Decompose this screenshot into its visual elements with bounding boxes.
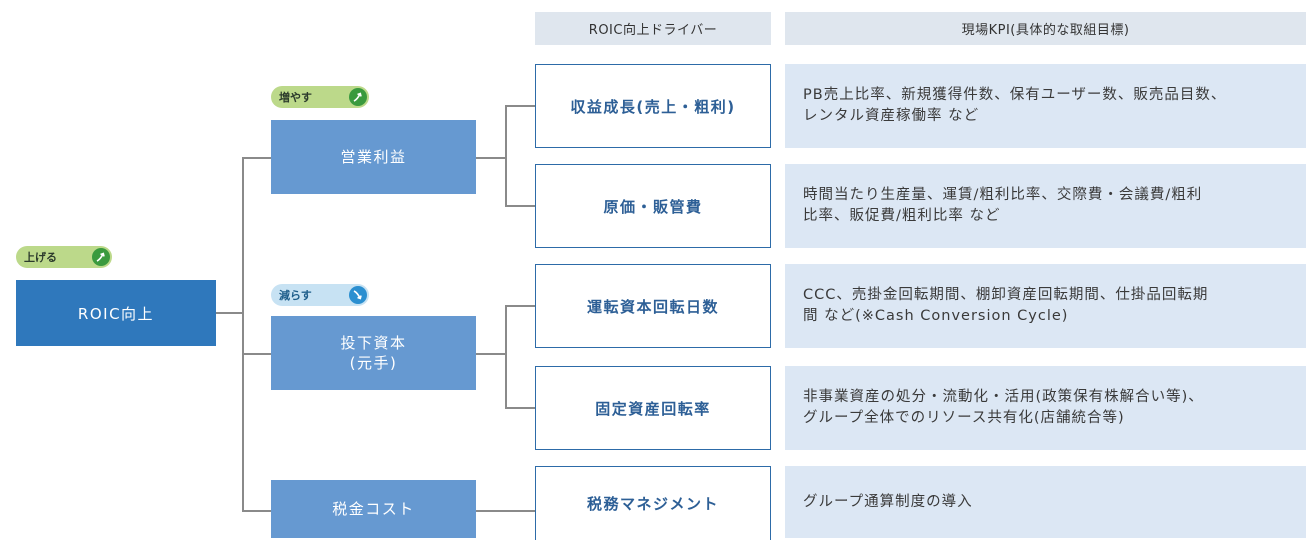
operating-profit-label: 営業利益: [340, 148, 407, 166]
connector-to-operating-profit: [242, 157, 271, 159]
badge-increase: 増やす: [271, 86, 369, 108]
kpi-4-line-2: グループ全体でのリソース共有化(店舗統合等): [803, 410, 1125, 426]
connector-to-driver-3: [505, 305, 535, 307]
driver-revenue-growth: 収益成長(売上・粗利): [535, 64, 771, 148]
driver-column-header: ROIC向上ドライバー: [535, 12, 771, 45]
kpi-box-1: PB売上比率、新規獲得件数、保有ユーザー数、販売品目数、 レンタル資産稼働率 な…: [785, 64, 1306, 148]
connector-ic-vertical: [505, 305, 507, 408]
invested-capital-label: 投下資本: [340, 334, 407, 352]
connector-to-driver-1: [505, 105, 535, 107]
badge-raise-label: 上げる: [24, 251, 57, 264]
driver-fixed-asset-turnover: 固定資産回転率: [535, 366, 771, 450]
driver-working-capital: 運転資本回転日数: [535, 264, 771, 348]
kpi-column-header: 現場KPI(具体的な取組目標): [785, 12, 1306, 45]
kpi-box-5: グループ通算制度の導入: [785, 466, 1306, 538]
connector-root: [216, 312, 243, 314]
connector-to-tax-cost: [242, 510, 271, 512]
connector-op-vertical: [505, 105, 507, 206]
kpi-box-4: 非事業資産の処分・流動化・活用(政策保有株解合い等)、 グループ全体でのリソース…: [785, 366, 1306, 450]
kpi-4-line-1: 非事業資産の処分・流動化・活用(政策保有株解合い等)、: [803, 389, 1204, 405]
connector-trunk: [242, 157, 244, 510]
arrow-down-right-icon: [349, 286, 367, 304]
invested-capital-sublabel: (元手): [349, 354, 398, 372]
kpi-1-line-2: レンタル資産稼働率 など: [803, 108, 980, 124]
badge-decrease-label: 減らす: [279, 289, 312, 302]
arrow-up-right-icon: [349, 88, 367, 106]
badge-decrease: 減らす: [271, 284, 369, 306]
badge-raise: 上げる: [16, 246, 112, 268]
kpi-3-line-2: 間 など(※Cash Conversion Cycle): [803, 308, 1069, 324]
connector-to-driver-4: [505, 407, 535, 409]
driver-tax-management: 税務マネジメント: [535, 466, 771, 540]
invested-capital-box: 投下資本 (元手): [271, 316, 476, 390]
root-box: ROIC向上: [16, 280, 216, 346]
tax-cost-box: 税金コスト: [271, 480, 476, 538]
kpi-1-line-1: PB売上比率、新規獲得件数、保有ユーザー数、販売品目数、: [803, 87, 1227, 103]
operating-profit-box: 営業利益: [271, 120, 476, 194]
kpi-5-line-1: グループ通算制度の導入: [803, 493, 973, 510]
kpi-box-3: CCC、売掛金回転期間、棚卸資産回転期間、仕掛品回転期 間 など(※Cash C…: [785, 264, 1306, 348]
driver-cost-sga: 原価・販管費: [535, 164, 771, 248]
connector-op-out: [476, 157, 506, 159]
arrow-up-right-icon: [92, 248, 110, 266]
connector-ic-out: [476, 353, 506, 355]
connector-to-invested-capital: [242, 353, 271, 355]
kpi-3-line-1: CCC、売掛金回転期間、棚卸資産回転期間、仕掛品回転期: [803, 287, 1209, 303]
connector-to-driver-2: [505, 205, 535, 207]
kpi-2-line-1: 時間当たり生産量、運賃/粗利比率、交際費・会議費/粗利: [803, 187, 1203, 203]
tax-cost-label: 税金コスト: [332, 500, 415, 518]
kpi-box-2: 時間当たり生産量、運賃/粗利比率、交際費・会議費/粗利 比率、販促費/粗利比率 …: [785, 164, 1306, 248]
kpi-2-line-2: 比率、販促費/粗利比率 など: [803, 208, 1001, 224]
badge-increase-label: 増やす: [279, 91, 312, 104]
connector-to-driver-5: [476, 510, 535, 512]
